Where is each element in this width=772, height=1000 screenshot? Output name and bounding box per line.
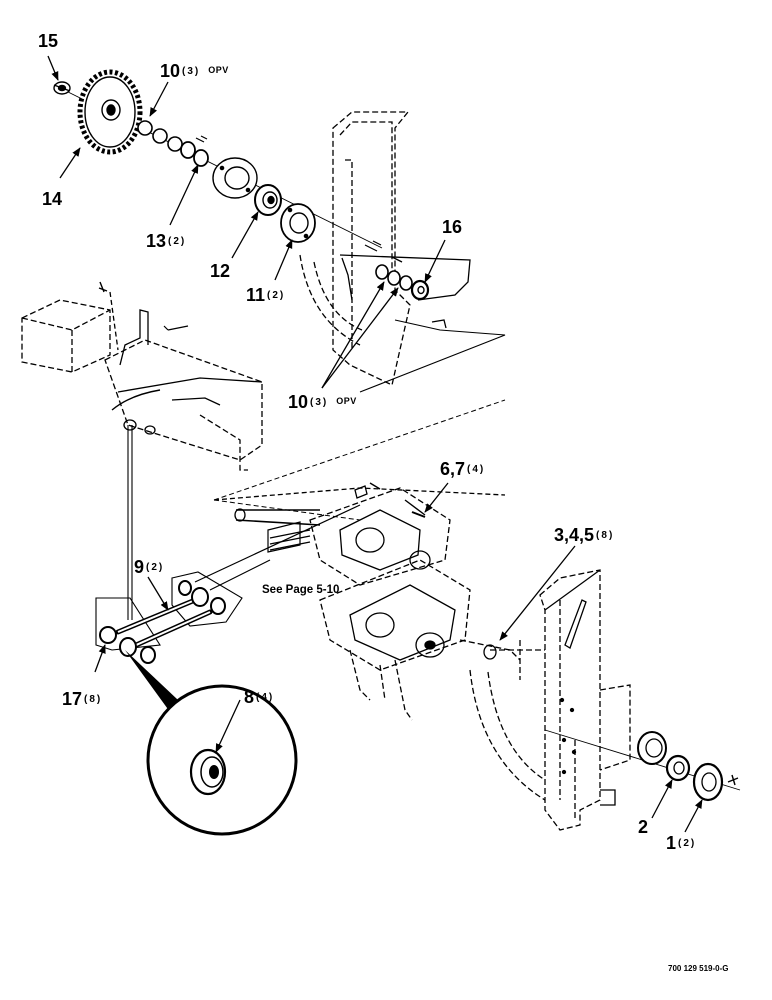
callout-17: 17(8) <box>62 689 103 709</box>
see-page-note: See Page 5-10 <box>262 584 340 596</box>
callout-6-7: 6,7(4) <box>440 459 486 479</box>
callout-11: 11(2) <box>246 285 286 305</box>
center-drive-assembly <box>213 482 521 721</box>
pivot-arm-upper <box>309 487 451 586</box>
flange-1 <box>637 731 667 765</box>
nut-15 <box>53 81 71 95</box>
upright-plate-right <box>539 569 601 831</box>
pivot-arm-lower <box>319 559 471 671</box>
callout-16: 16 <box>442 217 463 237</box>
left-frame-assembly <box>21 281 263 620</box>
callout-2: 2 <box>638 817 649 837</box>
washers-13 <box>180 141 209 167</box>
top-shaft-assembly <box>53 69 506 393</box>
upright-plate-top <box>332 111 411 386</box>
bearing-12 <box>254 184 282 216</box>
drawing-code: 700 129 519-0-G <box>668 964 729 973</box>
callout-9: 9(2) <box>134 557 165 577</box>
mount-bracket-top <box>299 254 506 393</box>
sprocket-14 <box>77 69 143 155</box>
callout-15: 15 <box>38 31 59 51</box>
callout-1: 1(2) <box>666 833 697 853</box>
callout-3-4-5: 3,4,5(8) <box>554 525 615 545</box>
callout-12: 12 <box>210 261 231 281</box>
washers-10-top <box>137 120 183 152</box>
box-tube <box>21 299 111 373</box>
callout-10-top: 10(3)OPV <box>160 61 229 81</box>
callout-13: 13(2) <box>146 231 187 251</box>
bushing-17-set <box>99 580 226 664</box>
right-upright-assembly <box>469 569 741 831</box>
link-plate-right <box>171 571 243 627</box>
bearing-flange-top <box>212 157 258 199</box>
callout-8: 8(4) <box>244 687 275 707</box>
flange-11 <box>280 203 316 243</box>
callout-14: 14 <box>42 189 63 209</box>
leader-lines <box>47 55 703 833</box>
flange-1-outer <box>692 762 724 802</box>
detail-circle-bearing-8 <box>125 650 298 836</box>
washers-10-lower <box>375 264 413 291</box>
bearing-2 <box>665 754 691 782</box>
linkage-assembly <box>95 504 361 664</box>
callout-10-lower: 10(3)OPV <box>288 392 357 412</box>
bearing-16 <box>410 279 430 301</box>
